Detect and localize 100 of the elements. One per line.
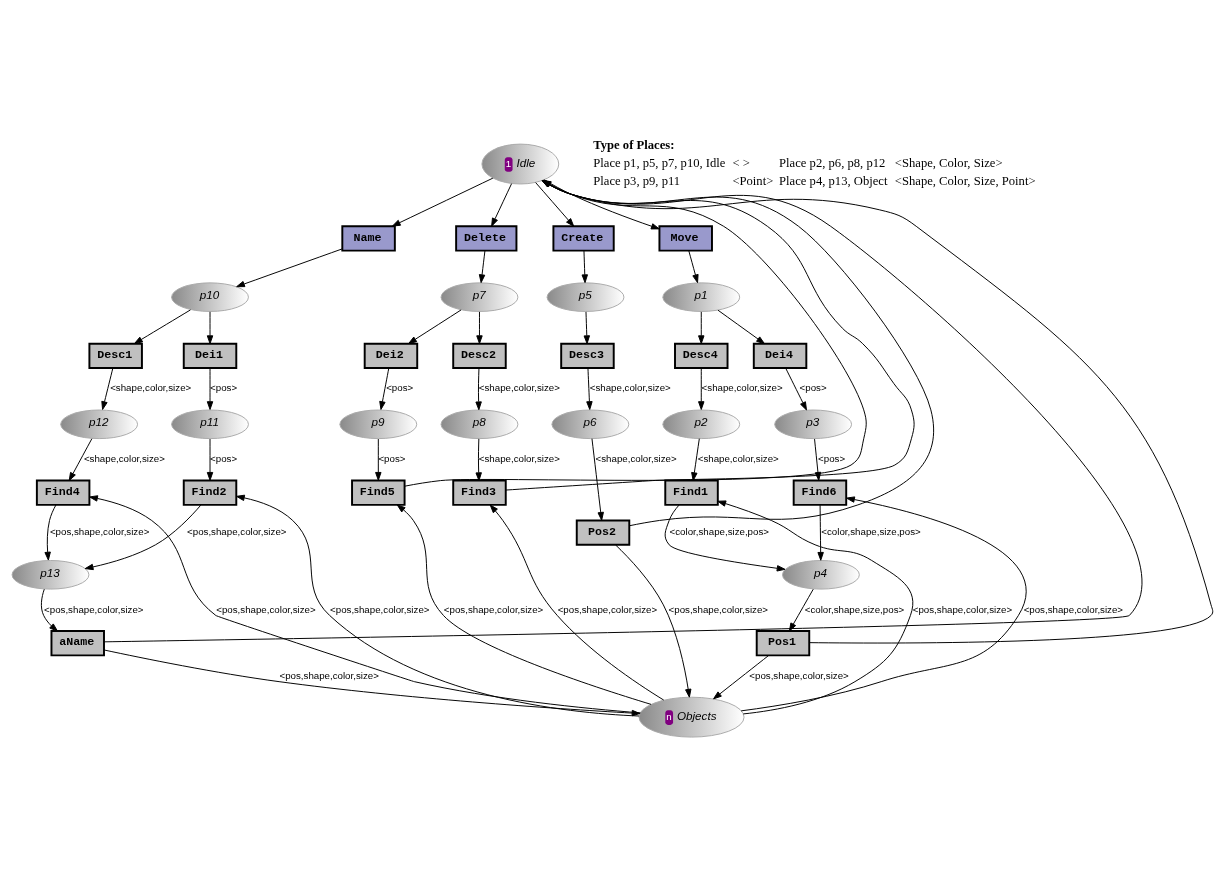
- edge-label: <color,shape,size,pos>: [804, 603, 905, 615]
- node-ellipse: n Objects: [638, 696, 745, 738]
- edge-label: <pos,shape,color,size>: [443, 603, 544, 615]
- node-box: Pos2: [575, 519, 631, 546]
- node-ellipse: p7: [440, 282, 519, 312]
- arrow: [236, 248, 343, 288]
- edge-label: <pos,shape,color,size>: [912, 603, 1013, 615]
- edge-label: <shape,color,size>: [83, 453, 165, 465]
- label: <Shape, Color, Size, Point>: [894, 173, 1036, 188]
- edge-label: <pos>: [818, 453, 846, 465]
- node-box: aName: [50, 630, 105, 657]
- arrow: [101, 367, 114, 410]
- edge-label: <pos>: [210, 453, 238, 465]
- arrow: [408, 309, 462, 345]
- arrow: [788, 588, 814, 632]
- edge-label: <shape,color,size>: [595, 453, 677, 465]
- node-box: Create: [552, 225, 615, 252]
- edge-label: <pos,shape,color,size>: [216, 603, 316, 615]
- node-ellipse: p4: [782, 560, 860, 590]
- node-ellipse: p2: [662, 409, 741, 440]
- arrow: [375, 438, 382, 481]
- arrow: [89, 495, 641, 714]
- edge-label: <pos>: [799, 382, 827, 394]
- node-box: Find6: [792, 479, 848, 506]
- label: <Shape, Color, Size>: [894, 156, 1003, 171]
- node-box: Move: [658, 225, 713, 252]
- node-ellipse: p12: [60, 409, 139, 440]
- arrow: [691, 438, 700, 482]
- arrow: [475, 438, 482, 482]
- label: Place p4, p13, Object: [779, 173, 888, 188]
- edge-label: <pos,shape,color,size>: [749, 669, 849, 681]
- arrow: [379, 367, 390, 410]
- arrow: [586, 367, 593, 410]
- edge-label: <pos,shape,color,size>: [187, 526, 287, 538]
- arrow: [206, 438, 214, 481]
- edge-label: <shape,color,size>: [478, 382, 560, 394]
- label: Type of Places:: [593, 137, 675, 152]
- node-ellipse: p1: [662, 282, 741, 312]
- arrow: [698, 311, 705, 345]
- arrow: [713, 654, 770, 700]
- edge-label: <shape,color,size>: [697, 453, 779, 465]
- node-box: Find4: [35, 479, 91, 506]
- label: Place p3, p9, p11: [593, 173, 681, 188]
- edge-label: <shape,color,size>: [589, 382, 671, 394]
- edge-label: <pos>: [378, 453, 406, 465]
- node-box: Desc2: [452, 342, 507, 369]
- node-ellipse: p13: [11, 560, 90, 590]
- edge-label: <shape,color,size>: [110, 382, 192, 394]
- arrow: [817, 504, 824, 561]
- node-ellipse: p8: [440, 409, 519, 440]
- arrow: [206, 311, 214, 345]
- node-ellipse: p11: [171, 409, 249, 440]
- node-box: Dei1: [182, 342, 238, 369]
- arrow: [489, 504, 665, 701]
- node-box: Dei4: [752, 342, 808, 369]
- arrow: [717, 500, 914, 715]
- arrow: [491, 183, 513, 227]
- arrow: [583, 311, 590, 345]
- arrow: [476, 311, 483, 345]
- arrow: [591, 438, 604, 521]
- edge-label: <shape,color,size>: [701, 382, 783, 394]
- edge-label: <pos,shape,color,size>: [330, 603, 430, 615]
- node-ellipse: 1 Idle: [481, 143, 560, 185]
- edge-label: <color,shape,size,pos>: [821, 526, 921, 538]
- node-ellipse: p9: [339, 409, 418, 440]
- edge-label: <pos>: [210, 382, 238, 394]
- node-box: Desc1: [88, 342, 143, 369]
- arrow: [40, 588, 58, 632]
- edge-label: <pos,shape,color,size>: [49, 526, 150, 538]
- edge-label: <color,shape,size,pos>: [669, 526, 769, 538]
- edge-label: <pos,shape,color,size>: [279, 669, 379, 681]
- node-box: Desc4: [674, 342, 729, 369]
- node-box: Delete: [455, 225, 518, 252]
- arrow: [475, 367, 482, 411]
- node-box: Find1: [664, 479, 719, 506]
- node-box: Desc3: [560, 342, 615, 369]
- label: Place p2, p6, p8, p12: [779, 156, 886, 171]
- node-box: Find2: [182, 479, 238, 506]
- arrow: [134, 309, 191, 345]
- node-box: Pos1: [755, 630, 811, 657]
- arrow: [84, 504, 202, 571]
- arrow: [664, 504, 786, 572]
- arrow: [478, 250, 486, 284]
- edge-label: <pos,shape,color,size>: [668, 603, 768, 615]
- node-ellipse: p6: [551, 409, 630, 440]
- node-box: Dei2: [363, 342, 419, 369]
- node-box: Find5: [351, 479, 406, 506]
- label: < >: [732, 156, 750, 171]
- node-box: Name: [341, 225, 396, 252]
- arrow: [391, 177, 494, 227]
- arrow: [717, 309, 765, 345]
- arrow: [396, 504, 652, 705]
- arrow: [44, 504, 57, 561]
- node-box: Find3: [452, 479, 507, 506]
- node-ellipse: p5: [546, 282, 625, 312]
- edge-label: <pos,shape,color,size>: [557, 603, 658, 615]
- arrow: [698, 367, 705, 410]
- edge-label: <pos>: [386, 382, 414, 394]
- arrow: [688, 250, 699, 284]
- edge-label: <shape,color,size>: [478, 453, 560, 465]
